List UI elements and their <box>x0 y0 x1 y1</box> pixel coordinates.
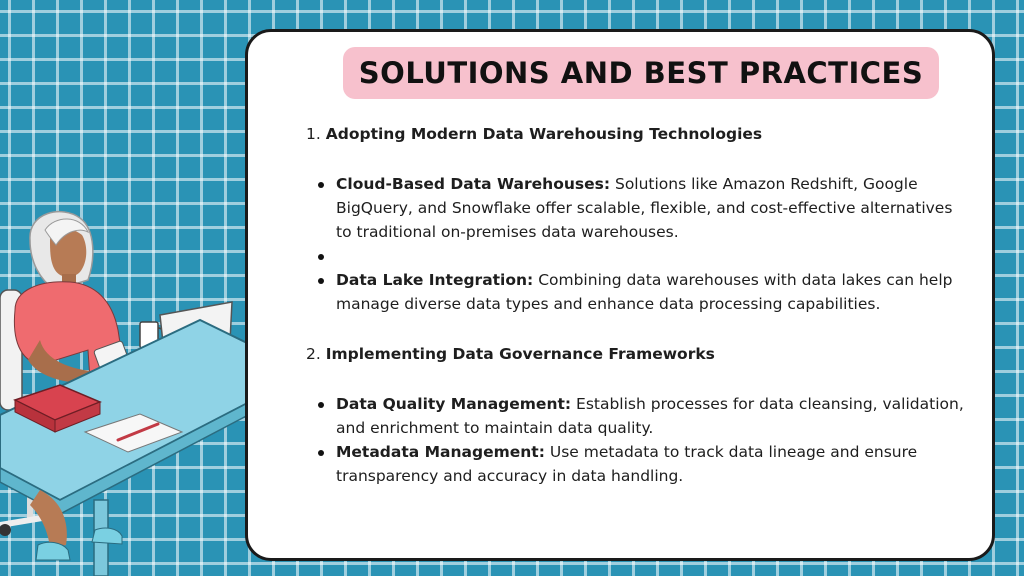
shoe <box>35 541 71 561</box>
shoe <box>91 527 123 545</box>
pen-icon <box>116 422 160 442</box>
section-2: 2. Implementing Data Governance Framewor… <box>306 342 966 488</box>
list-item: Data Quality Management: Establish proce… <box>318 392 966 440</box>
title-banner: SOLUTIONS AND BEST PRACTICES <box>343 47 939 99</box>
section-heading: 1. Adopting Modern Data Warehousing Tech… <box>306 122 966 146</box>
item-text: Establish processes for data cleansing, … <box>336 395 964 437</box>
content-card: SOLUTIONS AND BEST PRACTICES 1. Adopting… <box>245 29 995 561</box>
solutions-content: 1. Adopting Modern Data Warehousing Tech… <box>306 122 966 488</box>
list-item: Data Lake Integration: Combining data wa… <box>318 268 966 316</box>
woman-at-laptop-illustration <box>0 210 293 576</box>
list-item-empty <box>318 244 966 268</box>
list-item: Cloud-Based Data Warehouses: Solutions l… <box>318 172 966 244</box>
section-title: Adopting Modern Data Warehousing Technol… <box>325 125 763 143</box>
bullet-list: Cloud-Based Data Warehouses: Solutions l… <box>306 172 966 316</box>
item-label: Metadata Management: <box>336 443 545 461</box>
section-1: 1. Adopting Modern Data Warehousing Tech… <box>306 122 966 316</box>
item-text: Combining data warehouses with data lake… <box>336 271 953 313</box>
book-icon <box>13 384 102 433</box>
bullet-list: Data Quality Management: Establish proce… <box>306 392 966 488</box>
section-number: 1. <box>306 125 321 143</box>
list-item: Metadata Management: Use metadata to tra… <box>318 440 966 488</box>
item-label: Data Lake Integration: <box>336 271 534 289</box>
section-heading: 2. Implementing Data Governance Framewor… <box>306 342 966 366</box>
item-label: Data Quality Management: <box>336 395 572 413</box>
page-title: SOLUTIONS AND BEST PRACTICES <box>358 56 924 90</box>
item-label: Cloud-Based Data Warehouses: <box>336 175 611 193</box>
section-title: Implementing Data Governance Frameworks <box>325 345 715 363</box>
item-text: Use metadata to track data lineage and e… <box>336 443 918 485</box>
item-text: Solutions like Amazon Redshift, Google B… <box>336 175 953 241</box>
section-number: 2. <box>306 345 321 363</box>
